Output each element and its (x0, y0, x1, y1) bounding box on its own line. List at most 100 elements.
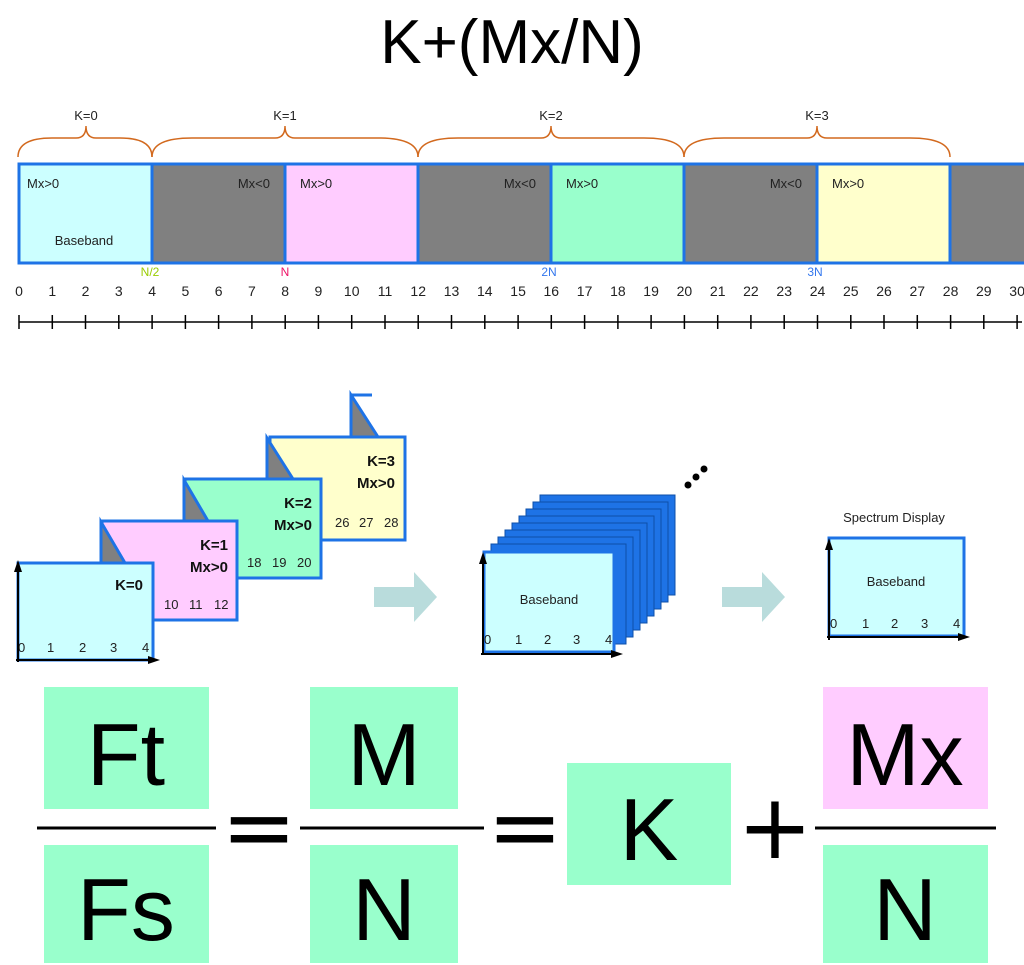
stack-num-2: 2 (544, 632, 551, 647)
brace-group (17, 125, 951, 158)
card-k1-num-11: 11 (189, 597, 203, 612)
band-label-mx-pos-3: Mx>0 (832, 176, 864, 191)
brace-k3 (683, 125, 951, 158)
tick-label-23: 23 (776, 283, 792, 299)
card-k3-num-28: 28 (384, 515, 398, 530)
tick-label-4: 4 (148, 283, 156, 299)
brace-label-k3: K=3 (805, 108, 829, 123)
band-seg-k2 (549, 162, 686, 265)
tick-label-17: 17 (577, 283, 593, 299)
card-k2-num-18: 18 (247, 555, 261, 570)
band-label-mx-pos-2: Mx>0 (566, 176, 598, 191)
card-k0-num-2: 2 (79, 640, 86, 655)
formula-n1: N (352, 860, 416, 959)
tick-label-26: 26 (876, 283, 892, 299)
tick-label-25: 25 (843, 283, 859, 299)
tick-label-28: 28 (943, 283, 959, 299)
mult-n-half: N/2 (141, 265, 160, 279)
card-k3-mx: Mx>0 (357, 475, 395, 492)
band-seg-baseband (17, 162, 154, 265)
tick-label-19: 19 (643, 283, 659, 299)
spectrum-box (827, 536, 966, 638)
spectrum-num-3: 3 (921, 616, 928, 631)
band-seg-gray-1 (150, 162, 287, 265)
brace-label-k2: K=2 (539, 108, 563, 123)
tick-label-29: 29 (976, 283, 992, 299)
card-k3-label: K=3 (367, 453, 395, 470)
stack-x-arrowhead (611, 650, 623, 658)
card-k3-num-26: 26 (335, 515, 349, 530)
tick-label-12: 12 (410, 283, 426, 299)
formula: Ft Fs = M N = K + Mx N (37, 687, 996, 963)
card-k1-mx: Mx>0 (190, 559, 228, 576)
ellipsis-dot-1 (684, 481, 692, 489)
stack-front (482, 550, 616, 654)
tick-label-27: 27 (910, 283, 926, 299)
card-k0-x-arrowhead (148, 656, 160, 664)
formula-mx-box (823, 687, 988, 809)
tick-label-11: 11 (378, 283, 393, 299)
card-k3-fold (349, 389, 381, 439)
tick-label-0: 0 (15, 283, 23, 299)
card-k2-tab (185, 438, 267, 481)
stack-num-4: 4 (605, 632, 612, 647)
spectrum-num-1: 1 (862, 616, 869, 631)
formula-m-box (310, 687, 458, 809)
formula-plus: + (737, 775, 812, 880)
tick-label-20: 20 (677, 283, 693, 299)
brace-k2 (417, 125, 685, 158)
baseband-stack: Baseband 0 1 2 3 4 (479, 465, 708, 658)
arrow-right-2 (722, 572, 785, 622)
formula-fs: Fs (77, 860, 175, 959)
tick-label-8: 8 (281, 283, 289, 299)
tick-label-2: 2 (82, 283, 90, 299)
spectrum-y-arrowhead (825, 538, 833, 550)
card-k1-label: K=1 (200, 537, 228, 554)
card-k2-mx: Mx>0 (274, 517, 312, 534)
card-k3-num-27: 27 (359, 515, 373, 530)
band-label-baseband: Baseband (55, 233, 114, 248)
card-k0-label: K=0 (115, 577, 143, 594)
card-k0: K=0 0 1 2 3 4 (14, 516, 160, 664)
card-k0-num-4: 4 (142, 640, 149, 655)
brace-label-k0: K=0 (74, 108, 98, 123)
stack-num-1: 1 (515, 632, 522, 647)
formula-m: M (347, 705, 420, 804)
formula-n2: N (873, 860, 937, 959)
mult-2n: 2N (541, 265, 556, 279)
arrow-right-1 (374, 572, 437, 622)
spectrum-title: Spectrum Display (843, 510, 945, 525)
band-seg-gray-3 (682, 162, 819, 265)
brace-k0 (17, 125, 153, 158)
formula-k-box (567, 763, 731, 885)
card-k2-num-20: 20 (297, 555, 311, 570)
spectrum-num-2: 2 (891, 616, 898, 631)
tick-label-15: 15 (510, 283, 526, 299)
ellipsis-dot-3 (700, 465, 708, 473)
formula-mx: Mx (846, 705, 963, 804)
band-label-mx-pos-1: Mx>0 (300, 176, 332, 191)
tick-label-24: 24 (810, 283, 826, 299)
stack-baseband-label: Baseband (520, 592, 579, 607)
spectrum-x-arrowhead (958, 633, 970, 641)
formula-equals-2: = (487, 775, 562, 880)
tick-label-13: 13 (444, 283, 460, 299)
band-seg-gray-2 (416, 162, 553, 265)
card-k0-y-arrowhead (14, 560, 22, 572)
tick-label-7: 7 (248, 283, 256, 299)
stack-num-3: 3 (573, 632, 580, 647)
band-label-mx-pos-0: Mx>0 (27, 176, 59, 191)
formula-ft-box (44, 687, 209, 809)
tick-label-16: 16 (544, 283, 560, 299)
band-label-mx-neg-2: Mx<0 (504, 176, 536, 191)
card-k0-num-3: 3 (110, 640, 117, 655)
formula-ft: Ft (87, 705, 165, 804)
brace-label-k1: K=1 (273, 108, 297, 123)
formula-equals-1: = (221, 775, 296, 880)
mult-n: N (281, 265, 290, 279)
band-label-mx-neg-1: Mx<0 (238, 176, 270, 191)
ellipsis-dot-2 (692, 473, 700, 481)
diagram-title: K+(Mx/N) (380, 8, 644, 77)
